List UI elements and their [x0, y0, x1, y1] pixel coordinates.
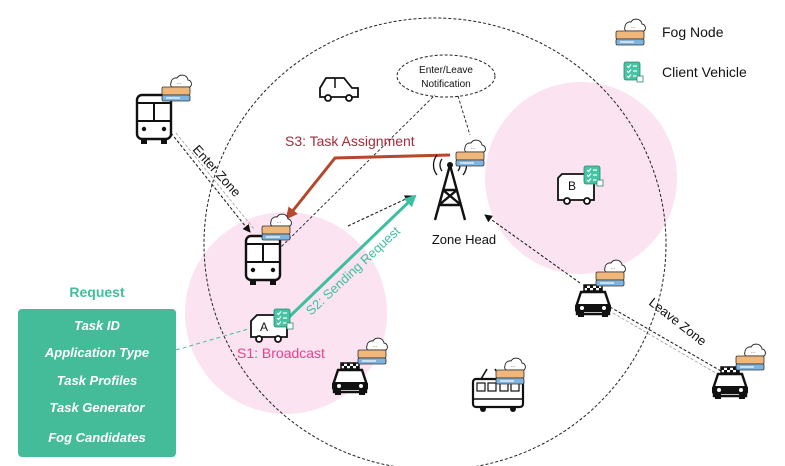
- taxi-right-icon: [573, 283, 613, 319]
- request-item-task-generator: Task Generator: [49, 400, 145, 415]
- enter-zone-arrow-shadow: [175, 132, 255, 230]
- task-assignment-label: S3: Task Assignment: [285, 133, 415, 149]
- request-item-fog-candidates: Fog Candidates: [48, 430, 146, 445]
- broadcast-label: S1: Broadcast: [237, 345, 325, 361]
- enter-zone-label: Enter Zone: [190, 142, 244, 200]
- request-item-application-type: Application Type: [44, 345, 150, 360]
- tram-fog-node-icon: [495, 357, 527, 385]
- bus-outside-icon: [135, 93, 173, 146]
- request-box: Task ID Application Type Task Profiles T…: [18, 309, 176, 457]
- leave-zone-arrow: [609, 306, 729, 376]
- taxi-outside-fog-node-icon: [735, 343, 767, 371]
- bus-to-head-arrow: [347, 195, 413, 227]
- bubble-link-left: [277, 94, 436, 251]
- request-title: Request: [69, 284, 125, 300]
- legend-client-vehicle-label: Client Vehicle: [662, 64, 747, 80]
- vehicle-b-label: B: [568, 179, 576, 193]
- vehicle-b-client-icon: [583, 165, 604, 187]
- bubble-link-right: [457, 95, 471, 136]
- taxi-to-head-arrow: [484, 214, 581, 284]
- notification-bubble: [396, 54, 496, 98]
- bus-outside-fog-node-icon: [161, 74, 193, 102]
- zone-head-fog-node-icon: [455, 139, 487, 167]
- legend-client-vehicle-icon: [623, 61, 644, 83]
- vehicle-a-label: A: [260, 320, 268, 334]
- bus-inside-icon: [244, 234, 282, 287]
- legend-fog-node-label: Fog Node: [662, 24, 724, 40]
- notification-label-line1: Enter/Leave: [419, 65, 473, 76]
- request-link: [175, 324, 263, 351]
- request-item-task-id: Task ID: [74, 318, 120, 333]
- tram-icon: [471, 368, 525, 412]
- zone-boundary: [203, 17, 667, 466]
- enter-zone-arrow: [170, 132, 251, 233]
- leave-zone-label: Leave Zone: [646, 295, 709, 349]
- request-item-task-profiles: Task Profiles: [56, 373, 138, 388]
- notification-label-line2: Notification: [421, 79, 470, 90]
- vehicle-a-client-icon: [273, 308, 294, 330]
- taxi-outside-icon: [710, 365, 750, 401]
- car-outline-icon: [319, 77, 359, 102]
- leave-zone-arrow-shadow: [612, 312, 727, 380]
- legend-fog-node-icon: [615, 18, 647, 46]
- sending-request-arrow: [284, 194, 417, 322]
- task-assignment-arrow: [285, 153, 451, 220]
- zone-head-label: Zone Head: [432, 232, 496, 247]
